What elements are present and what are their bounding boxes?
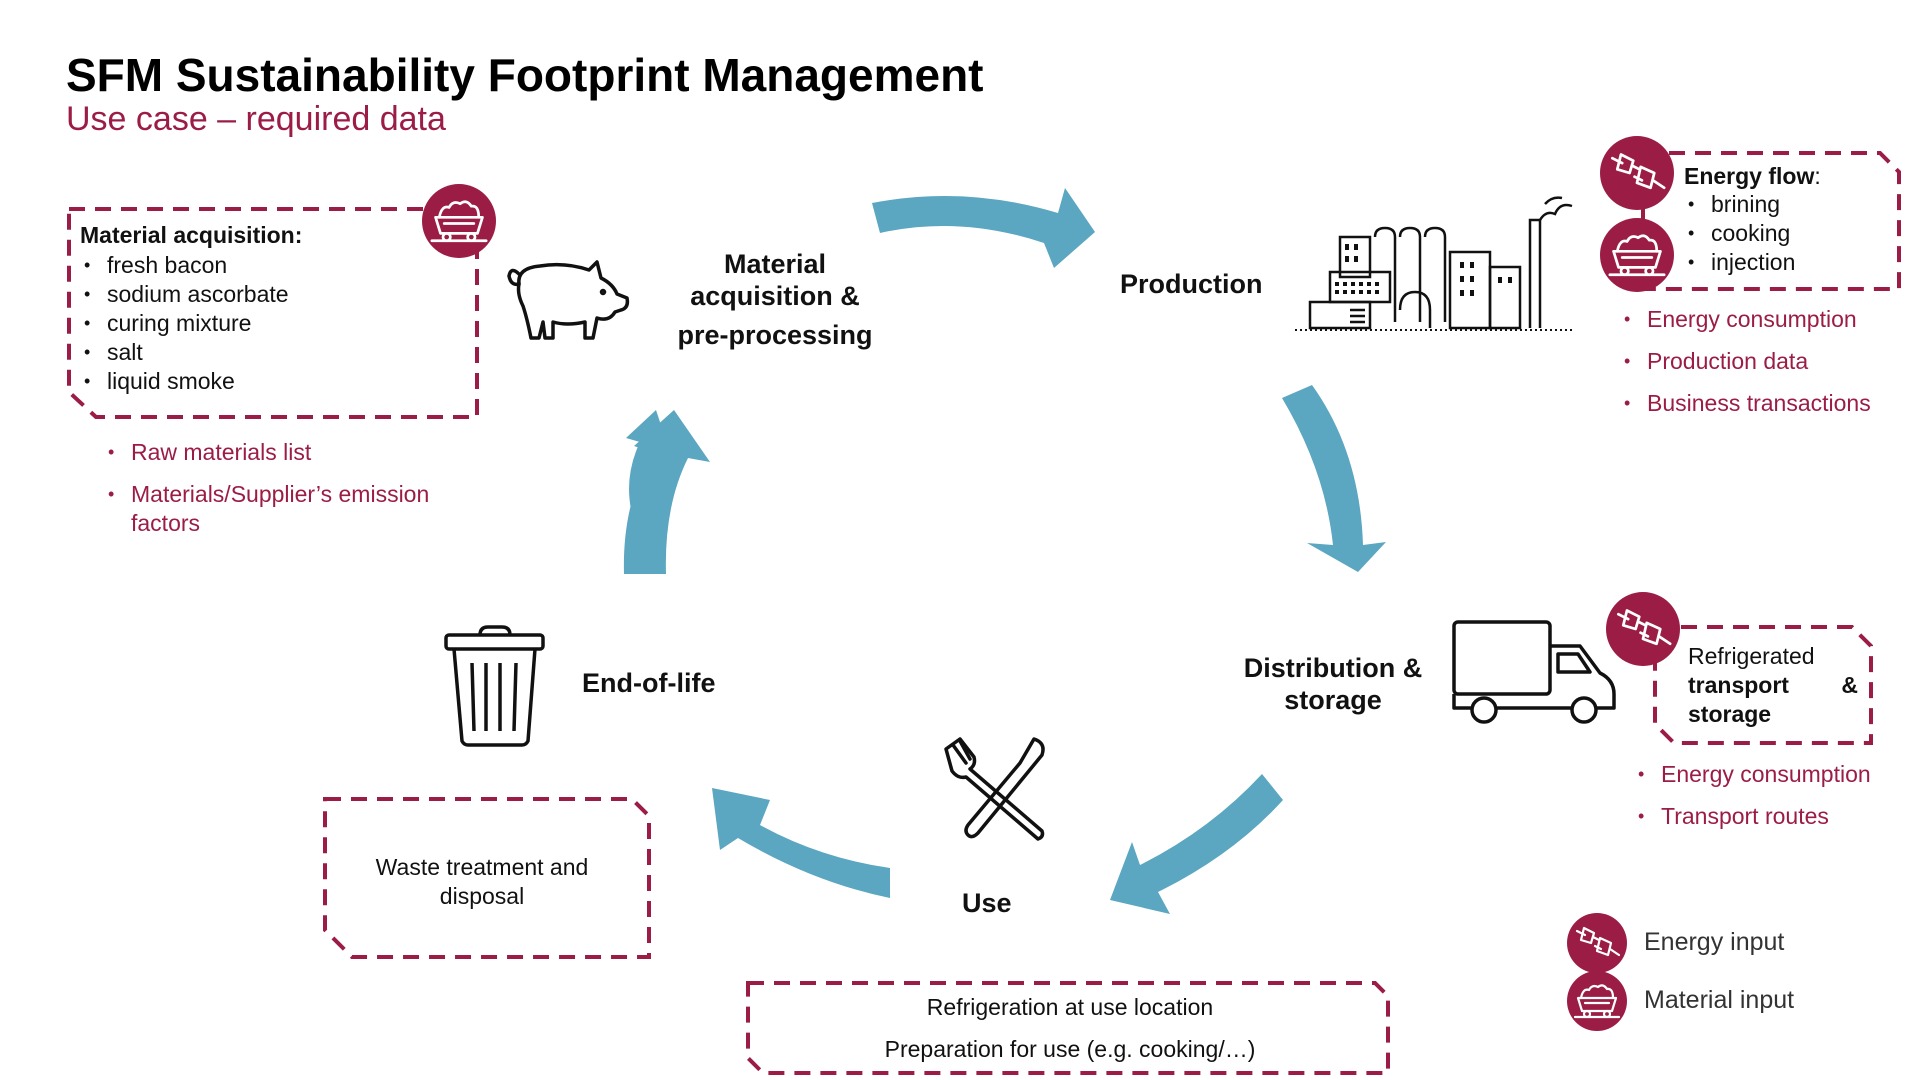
eol-box-border <box>323 797 651 959</box>
legend-material-label: Material input <box>1644 986 1795 1014</box>
legend-material-icon <box>1567 971 1627 1031</box>
fork-knife-icon <box>944 737 1045 841</box>
stage-distribution: Distribution & storage <box>1243 653 1423 716</box>
truck-icon <box>1452 620 1616 724</box>
stage-production: Production <box>1120 269 1263 299</box>
distribution-box: Refrigerated transport& storage <box>1688 643 1858 727</box>
list-item: fresh bacon <box>80 251 410 280</box>
use-box: Refrigeration at use location Preparatio… <box>760 993 1380 1064</box>
list-item: cooking <box>1684 219 1894 248</box>
distribution-box-border <box>1653 625 1873 745</box>
arrow-to-material-shaft <box>623 410 710 574</box>
requirement-item: Energy consumption <box>1620 305 1910 334</box>
material-list: fresh bacon sodium ascorbate curing mixt… <box>80 251 410 396</box>
production-requirements: Energy consumption Production data Busin… <box>1620 305 1910 431</box>
material-box: Material acquisition: fresh bacon sodium… <box>80 222 410 396</box>
arrow-to-production <box>872 188 1095 268</box>
requirement-item: Materials/Supplier’s emission factors <box>104 480 484 538</box>
pig-icon <box>507 260 630 340</box>
energy-input-icon <box>1600 136 1674 210</box>
list-item: curing mixture <box>80 309 410 338</box>
requirement-item: Business transactions <box>1620 389 1910 418</box>
factory-icon <box>1295 196 1575 331</box>
material-input-icon <box>422 184 496 258</box>
energy-input-icon <box>1606 592 1680 666</box>
material-box-border <box>67 207 479 419</box>
page-subtitle: Use case – required data <box>66 100 446 138</box>
distribution-requirements: Energy consumption Transport routes <box>1634 760 1914 844</box>
arrow-to-use <box>1110 774 1283 914</box>
use-box-border <box>746 981 1390 1075</box>
arrow-to-end-of-life <box>712 788 890 898</box>
list-item: sodium ascorbate <box>80 280 410 309</box>
list-item: liquid smoke <box>80 367 410 396</box>
page-title: SFM Sustainability Footprint Management <box>66 49 984 101</box>
eol-box-text: Waste treatment and disposal <box>375 854 589 909</box>
list-item: brining <box>1684 190 1894 219</box>
legend-energy-icon <box>1567 913 1627 973</box>
requirement-item: Raw materials list <box>104 438 484 467</box>
energy-flow-list: brining cooking injection <box>1684 190 1894 277</box>
list-item: salt <box>80 338 410 367</box>
material-input-icon <box>1600 218 1674 292</box>
energy-flow-box: Energy flow: brining cooking injection <box>1684 163 1894 277</box>
stage-end-of-life: End-of-life <box>582 668 716 698</box>
energy-flow-title: Energy flow <box>1684 163 1815 189</box>
material-requirements: Raw materials list Materials/Supplier’s … <box>104 438 484 551</box>
material-box-title: Material acquisition: <box>80 222 303 248</box>
arrow-to-distribution <box>1282 385 1386 572</box>
trash-can-icon <box>444 625 545 747</box>
requirement-item: Production data <box>1620 347 1910 376</box>
stage-use: Use <box>962 888 1012 918</box>
list-item: injection <box>1684 248 1894 277</box>
use-box-line: Preparation for use (e.g. cooking/…) <box>884 1036 1256 1062</box>
requirement-item: Energy consumption <box>1634 760 1914 789</box>
legend-energy-label: Energy input <box>1644 928 1785 956</box>
stage-material: Material acquisition & pre-processing <box>677 249 873 350</box>
use-box-line: Refrigeration at use location <box>926 994 1214 1020</box>
requirement-item: Transport routes <box>1634 802 1914 831</box>
